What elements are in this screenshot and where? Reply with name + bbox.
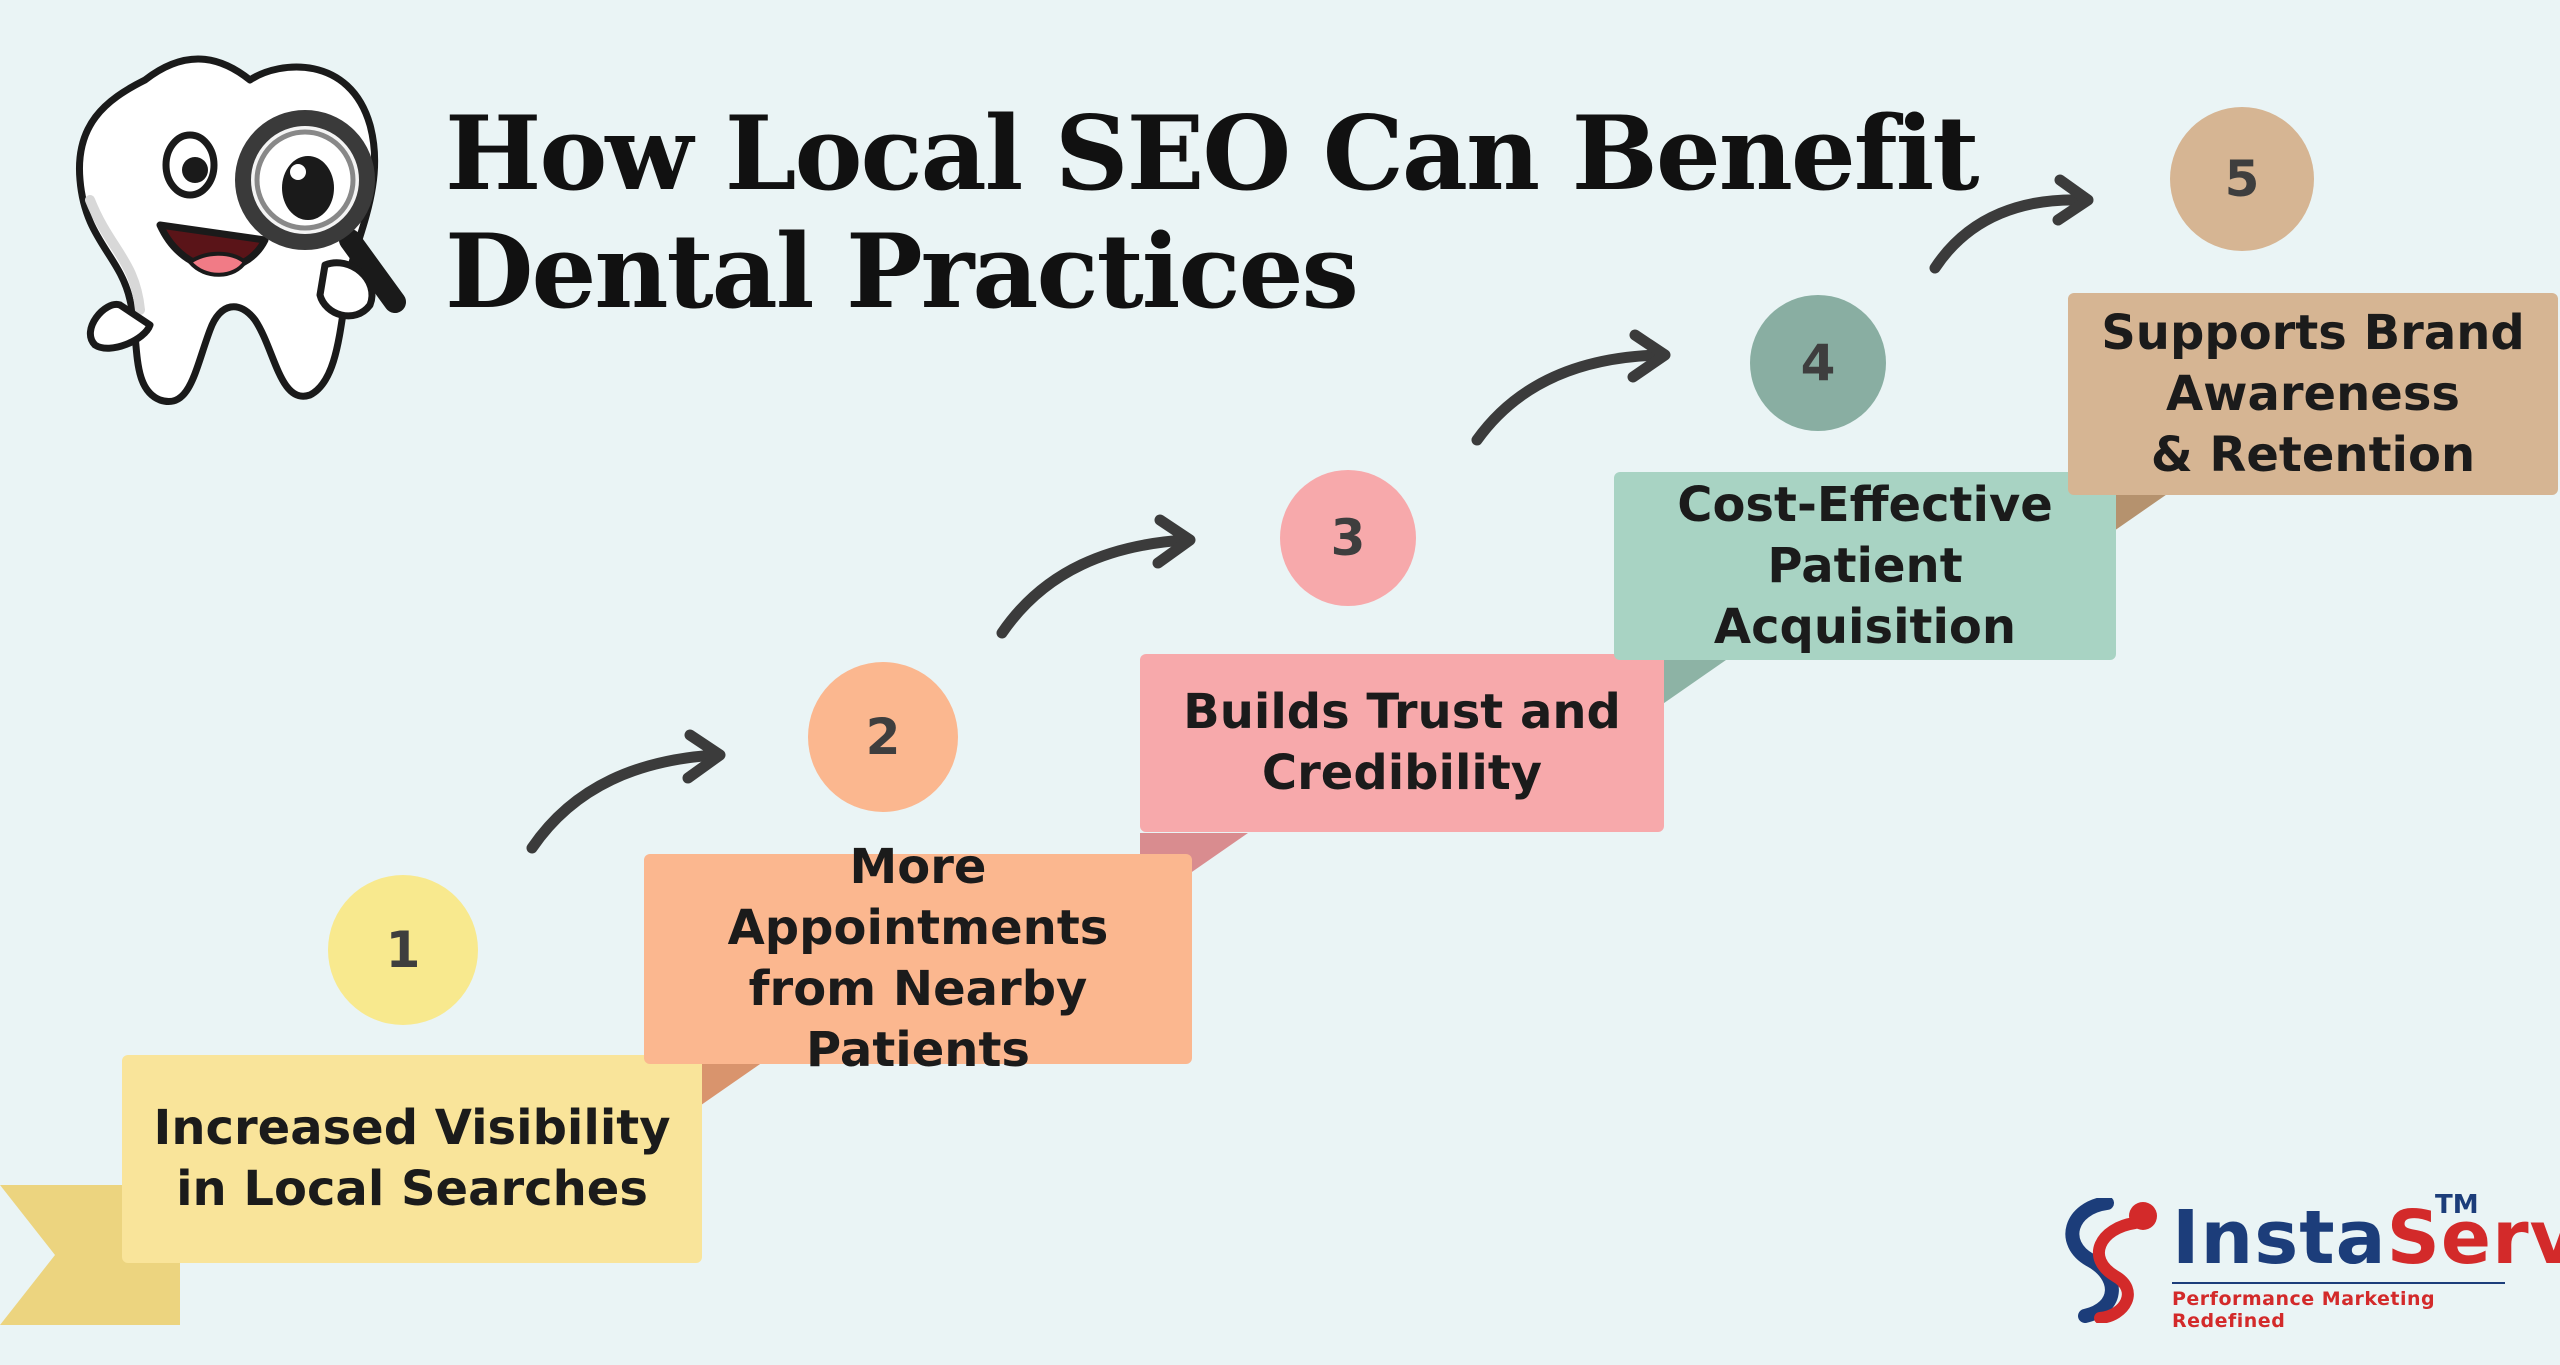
logo-trademark: TM <box>2435 1190 2479 1220</box>
step-label-5: Supports Brand Awareness & Retention <box>2101 304 2525 483</box>
step-banner-5: Supports Brand Awareness & Retention <box>2068 293 2558 495</box>
instaserv-logo: InstaServ TM Performance Marketing Redef… <box>2045 1190 2560 1332</box>
step-number-5: 5 <box>2170 107 2314 251</box>
step-number-3: 3 <box>1280 470 1416 606</box>
logo-name: InstaServ <box>2172 1195 2560 1281</box>
step-label-1: Increased Visibility in Local Searches <box>153 1100 671 1217</box>
instaserv-swirl-icon <box>2065 1198 2157 1323</box>
step-banner-2: More Appointments from Nearby Patients <box>644 839 1192 1078</box>
step-banner-3: Builds Trust and Credibility <box>1140 654 1664 832</box>
step-label-4: Cost-Effective Patient Acquisition <box>1677 476 2053 655</box>
step-banner-1: Increased Visibility in Local Searches <box>122 1055 702 1263</box>
curved-arrow-icon-3 <box>1471 329 1671 446</box>
step-number-4: 4 <box>1750 295 1886 431</box>
step-banner-4: Cost-Effective Patient Acquisition <box>1614 472 2116 660</box>
logo-tagline: Performance Marketing Redefined <box>2172 1282 2505 1332</box>
page-title: How Local SEO Can Benefit Dental Practic… <box>445 94 1980 332</box>
curved-arrow-icon-4 <box>1929 174 2094 274</box>
step-number-1: 1 <box>328 875 478 1025</box>
title-line-2: Dental Practices <box>445 212 1359 332</box>
curved-arrow-icon-1 <box>526 729 726 854</box>
step-label-3: Builds Trust and Credibility <box>1183 684 1621 801</box>
title-line-1: How Local SEO Can Benefit <box>445 94 1980 214</box>
tooth-mascot-icon <box>75 55 406 406</box>
curved-arrow-icon-2 <box>996 514 1196 639</box>
step-label-2: More Appointments from Nearby Patients <box>727 839 1109 1078</box>
step-number-2: 2 <box>808 662 958 812</box>
